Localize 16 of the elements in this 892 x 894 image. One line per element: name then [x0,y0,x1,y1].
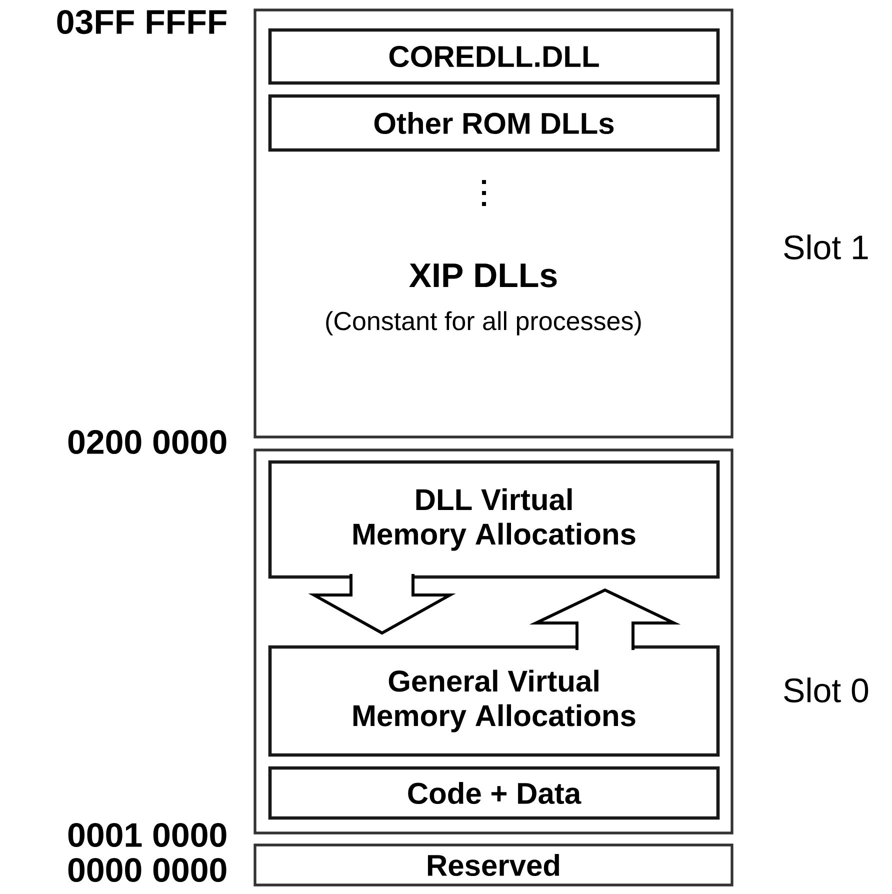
region-title: XIP DLLs [409,264,557,288]
slot-label: Slot 1 [784,234,868,260]
memory-region-box: Other ROM DLLs [268,94,720,152]
address-label: 0200 0000 [68,430,226,454]
block-arrow [308,572,456,635]
memory-region-box: Reserved [254,844,734,886]
memory-region-box: Code + Data [268,766,720,820]
memory-region-box: DLL Virtual Memory Allocations [268,460,720,579]
address-label: 0000 0000 [68,858,226,882]
block-arrow [529,588,681,652]
address-label: 0001 0000 [68,822,226,848]
address-label: 03FF FFFF [57,10,226,34]
memory-region-box: COREDLL.DLL [268,28,720,85]
memory-region-box: General Virtual Memory Allocations [268,645,720,757]
slot-label: Slot 0 [784,678,868,702]
region-note: (Constant for all processes) [326,311,641,336]
